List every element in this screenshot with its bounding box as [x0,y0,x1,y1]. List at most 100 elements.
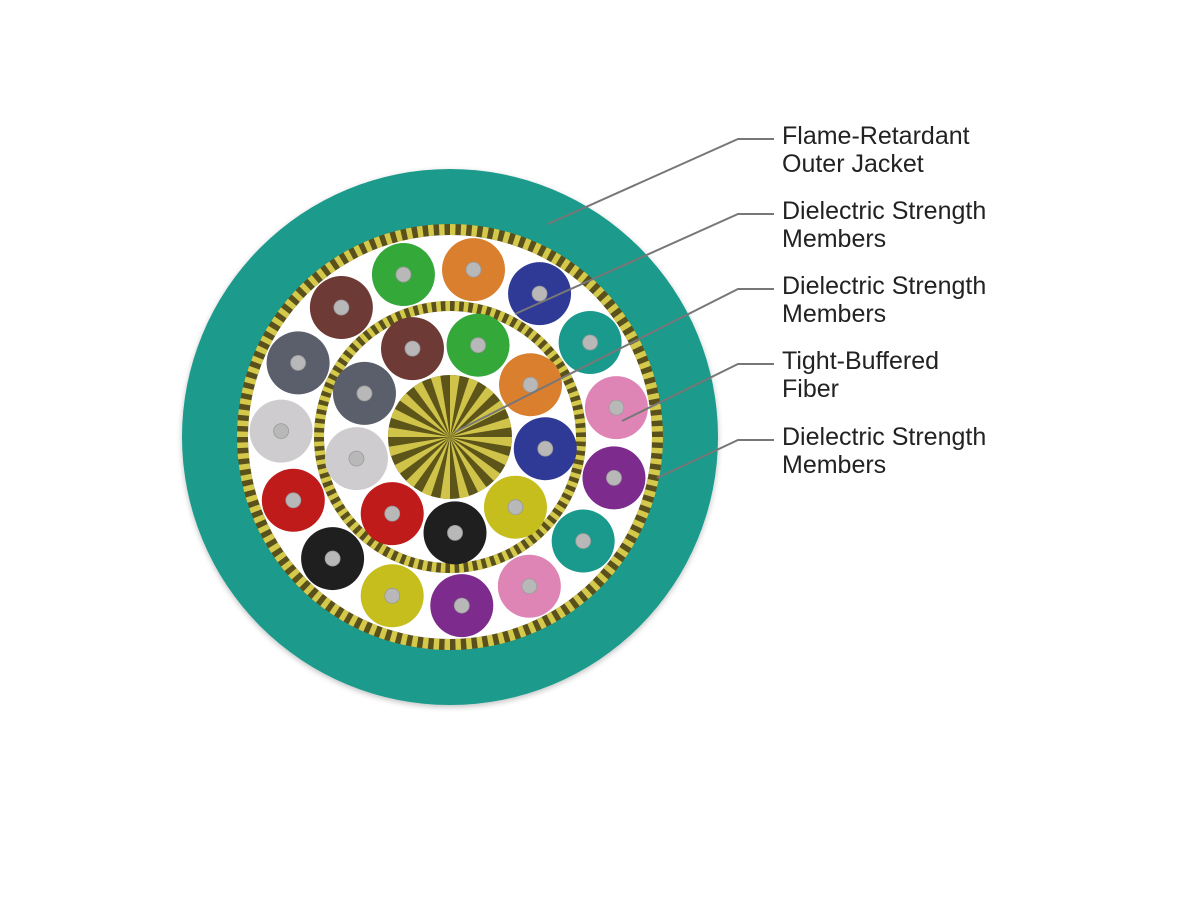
inner-yarn-stripe [540,342,552,353]
outer-yarn-stripe [311,590,323,603]
inner-fiber-brown [380,317,444,381]
central-core-wedge [450,378,479,437]
inner-fiber-core [447,524,463,541]
outer-yarn-stripe [502,231,511,244]
outer-fiber-core [606,469,622,486]
inner-yarn-stripe [421,560,429,571]
outer-yarn-stripe [560,258,571,271]
outer-yarn-stripe [629,340,643,351]
inner-yarn-stripe [435,301,442,312]
outer-fiber-black [301,527,365,591]
outer-yarn-stripe [555,606,567,619]
label-inner-strength-line2: Members [782,300,886,328]
outer-yarn-stripe [512,234,522,247]
inner-yarn-stripe [497,310,506,322]
outer-yarn-stripe [546,611,557,625]
inner-yarn-stripe [527,329,538,341]
label-outer-jacket-line1: Flame-Retardant [782,122,970,150]
outer-fiber-aqua [558,311,622,374]
outer-yarn-stripe [589,579,601,592]
inner-yarn-stripe [563,488,575,497]
outer-yarn-stripe [481,226,489,239]
inner-yarn-stripe [394,552,403,564]
inner-yarn-stripe [348,521,360,532]
inner-yarn-stripe [323,484,335,493]
outer-yarn-stripe [433,638,440,650]
outer-yarn-stripe [277,307,290,319]
inner-yarn-stripe [319,394,331,403]
outer-fiber-slate [266,331,330,395]
outer-yarn-stripe [536,616,547,630]
inner-yarn-stripe [337,507,349,517]
outer-yarn-stripe [237,420,249,427]
label-outer-jacket-line2: Outer Jacket [782,150,924,178]
outer-yarn-stripe [368,623,378,636]
outer-yarn-stripe [257,523,271,534]
inner-yarn-stripe [549,511,561,521]
outer-fiber-core [608,399,625,416]
inner-yarn-stripe [573,408,584,416]
inner-yarn-stripe [314,450,326,456]
label-outer-strength-line1: Dielectric Strength [782,197,986,225]
outer-yarn-stripe [400,633,408,646]
inner-yarn-stripe [575,445,586,452]
outer-yarn-stripe [237,431,249,437]
label-central-strength: Dielectric Strength Members [782,423,993,479]
outer-fiber-core [324,550,341,567]
inner-yarn-stripe [366,326,376,338]
outer-yarn-stripe [455,638,462,650]
outer-yarn-stripe [242,484,255,493]
outer-yarn-stripe [251,355,264,365]
outer-yarn-stripe [281,559,294,572]
outer-fiber-core [290,355,307,371]
inner-yarn-stripe [417,303,424,315]
central-core-wedge [394,437,450,474]
central-core-wedge [450,375,460,437]
outer-fiber-ring [249,238,648,638]
outer-yarn-stripe [564,600,576,613]
inner-fiber-green [446,313,510,377]
outer-yarn-stripe [241,387,254,395]
inner-yarn-stripe [315,413,326,420]
outer-yarn-stripe [507,629,516,642]
outer-yarn-stripe [627,528,640,539]
inner-yarn-stripe [450,562,455,573]
inner-yarn-stripe [471,303,479,314]
outer-yarn-stripe [245,494,258,503]
central-core-wedge [430,375,450,437]
inner-yarn-stripe [362,533,373,545]
inner-yarn-stripe [407,306,416,318]
outer-fiber-white [249,399,313,463]
labels: Flame-Retardant Outer Jacket Dielectric … [782,122,993,479]
outer-yarn-stripe [650,458,662,465]
outer-yarn-stripe [358,619,368,632]
inner-yarn-stripe [574,454,585,461]
inner-yarn-stripe [314,441,325,447]
outer-yarn-stripe [600,294,612,306]
outer-yarn-stripe [363,240,373,253]
central-core-wedge [450,437,470,499]
inner-yarn-stripe [516,541,527,553]
inner-yarn-stripe [390,312,399,324]
central-core-wedge [406,437,450,488]
outer-yarn-stripe [239,398,252,406]
outer-yarn-stripe [268,542,281,554]
inner-yarn-stripe [571,399,582,407]
outer-yarn-stripe [648,468,661,476]
inner-yarn-stripe [554,503,566,514]
central-core-wedge [450,417,512,437]
outer-fiber-brown [309,276,373,340]
outer-fiber-red [261,468,325,532]
outer-fiber-core [285,492,302,509]
outer-yarn-stripe [338,609,349,622]
outer-fiber-core [273,423,290,440]
inner-yarn-stripe [543,517,555,528]
outer-yarn-stripe [616,547,629,558]
outer-yarn-stripe [603,564,616,576]
outer-yarn-stripe [476,636,484,649]
leader-line-outer-strength [514,213,774,315]
outer-yarn-stripe [646,479,659,487]
inner-yarn-stripe [463,301,469,313]
outer-yarn-stripe [527,621,537,634]
outer-yarn-stripe [237,452,250,460]
